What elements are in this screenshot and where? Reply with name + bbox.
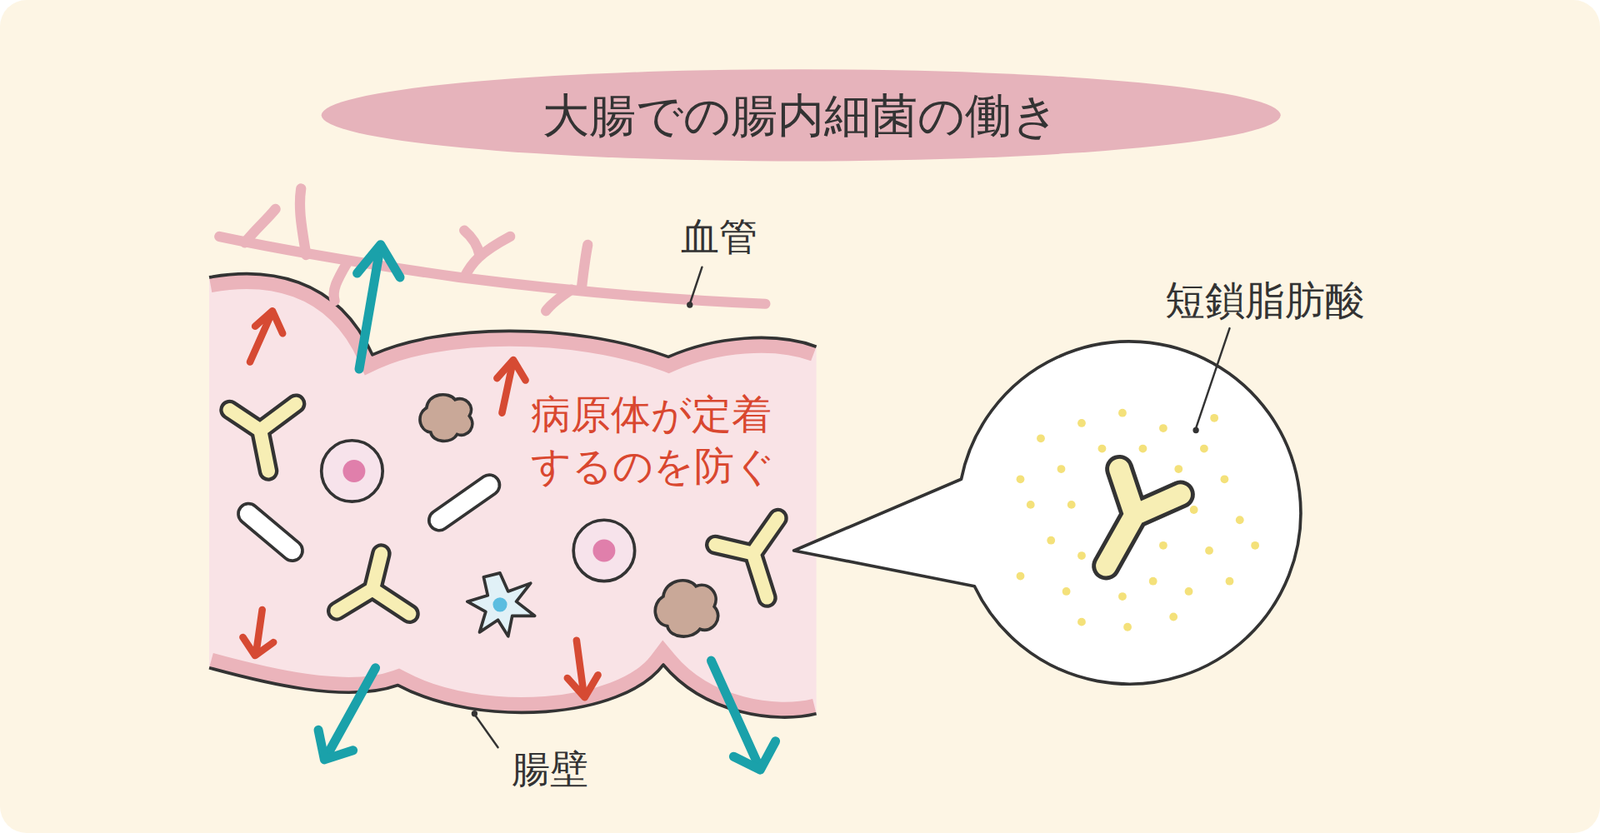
leader-lines-part (471, 710, 478, 717)
bacteria-part-part (230, 404, 297, 472)
zoom-bubble-part-part (1057, 465, 1066, 474)
blood-vessel-part (581, 245, 588, 288)
zoom-bubble-part-part (1250, 541, 1260, 550)
vessel-label: 血管 (680, 214, 758, 260)
bacteria-part (425, 470, 504, 535)
zoom-bubble-part-part (1067, 500, 1076, 510)
blood-vessel-part (245, 209, 276, 243)
absorption-arrows-part (710, 660, 758, 765)
absorption-arrows-part (733, 741, 775, 770)
defense-arrows-part (567, 675, 599, 698)
bacteria-part (655, 580, 718, 637)
zoom-bubble-part-part (1036, 434, 1045, 443)
blood-vessel-part (300, 188, 306, 255)
bacteria-part-part (323, 551, 410, 637)
absorption-arrows-part (318, 730, 354, 760)
bacteria-part-part (323, 551, 410, 637)
leader-lines-part (475, 715, 499, 748)
zoom-bubble-part-part (1235, 515, 1245, 525)
wall-label: 腸壁 (511, 746, 589, 793)
bacteria-part (321, 440, 383, 502)
zoom-bubble-part (794, 341, 1301, 685)
effect-note: 病原体が定着 するのを防ぐ (530, 388, 790, 493)
zoom-bubble-part-part (1185, 587, 1194, 596)
zoom-bubble-part (1016, 409, 1260, 632)
leader-lines (471, 267, 1230, 748)
zoom-bubble-part-part (1016, 572, 1025, 581)
blood-vessel-part (464, 230, 480, 255)
blood-vessel-part (545, 290, 572, 312)
defense-arrows-part (255, 310, 283, 334)
blood-vessel-part (334, 263, 348, 301)
title-text: 大腸での腸内細菌の働き (542, 87, 1060, 144)
zoom-bubble-part-part (1077, 419, 1086, 428)
defense-arrows (242, 310, 598, 698)
bacteria-part (230, 404, 297, 472)
zoom-bubble-part-part (1026, 500, 1035, 510)
zoom-bubble-part-part (1190, 505, 1199, 515)
zoom-bubble-part-part (1159, 424, 1168, 433)
intestine-part (209, 274, 817, 718)
leader-lines-part (686, 301, 693, 308)
zoom-bubble-part-part (1200, 445, 1209, 454)
defense-arrows-part (255, 610, 262, 653)
bacteria-part (234, 500, 307, 566)
zoom-bubble-part-part (1016, 475, 1025, 484)
leader-lines-part (1195, 328, 1230, 429)
zoom-bubble-part-part (1105, 469, 1180, 566)
zoom-bubble-part (1105, 469, 1180, 566)
zoom-bubble-part-part (1105, 469, 1180, 566)
bacteria-part (492, 597, 507, 612)
zoom-bubble-part-part (1220, 475, 1229, 484)
zoom-bubble-part-part (1062, 587, 1071, 596)
zoom-bubble-part-part (1159, 541, 1168, 550)
zoom-bubble-part-part (1205, 546, 1214, 555)
zoom-bubble-part-part (1077, 618, 1086, 627)
zoom-bubble-part-part (1174, 465, 1183, 474)
zoom-bubble-part-part (1118, 592, 1127, 601)
bacteria-part-part (712, 518, 791, 605)
scfa-label: 短鎖脂肪酸 (1165, 276, 1365, 325)
bacteria-part (712, 518, 791, 605)
intestine-part (209, 274, 817, 718)
intestine-part (209, 274, 817, 718)
blood-vessel (219, 188, 765, 311)
absorption-arrows-part (357, 245, 400, 278)
bacteria-part-part (712, 518, 791, 605)
bacteria-part (323, 551, 410, 637)
bacteria-part (592, 539, 615, 562)
bacteria-part (573, 520, 635, 581)
absorption-arrows (318, 245, 776, 770)
intestine (209, 274, 817, 718)
defense-arrows-part (242, 637, 274, 656)
zoom-bubble-part-part (1210, 414, 1219, 423)
absorption-arrows-part (327, 668, 376, 755)
zoom-bubble-part-part (1169, 613, 1178, 622)
title-band (321, 69, 1281, 161)
zoom-bubble-part-part (1118, 409, 1127, 418)
zoom-bubble-part-part (1139, 445, 1148, 454)
zoom-bubble-part-part (1046, 536, 1055, 545)
bacteria-part (342, 460, 365, 483)
zoom-bubble-part-part (1098, 445, 1107, 454)
zoom-bubble-part-part (1123, 623, 1132, 632)
defense-arrows-part (496, 360, 525, 380)
zoom-bubble-part-part (1149, 577, 1158, 586)
zoom-bubble-part-part (1225, 577, 1235, 586)
bacteria-part (420, 395, 473, 442)
bacteria-part-part (230, 404, 297, 472)
zoom-bubble-part-part (1077, 551, 1086, 560)
zoom-bubble (794, 341, 1301, 685)
leader-lines-part (690, 267, 703, 305)
bacteria-part (467, 573, 535, 637)
leader-lines-part (1192, 427, 1199, 434)
